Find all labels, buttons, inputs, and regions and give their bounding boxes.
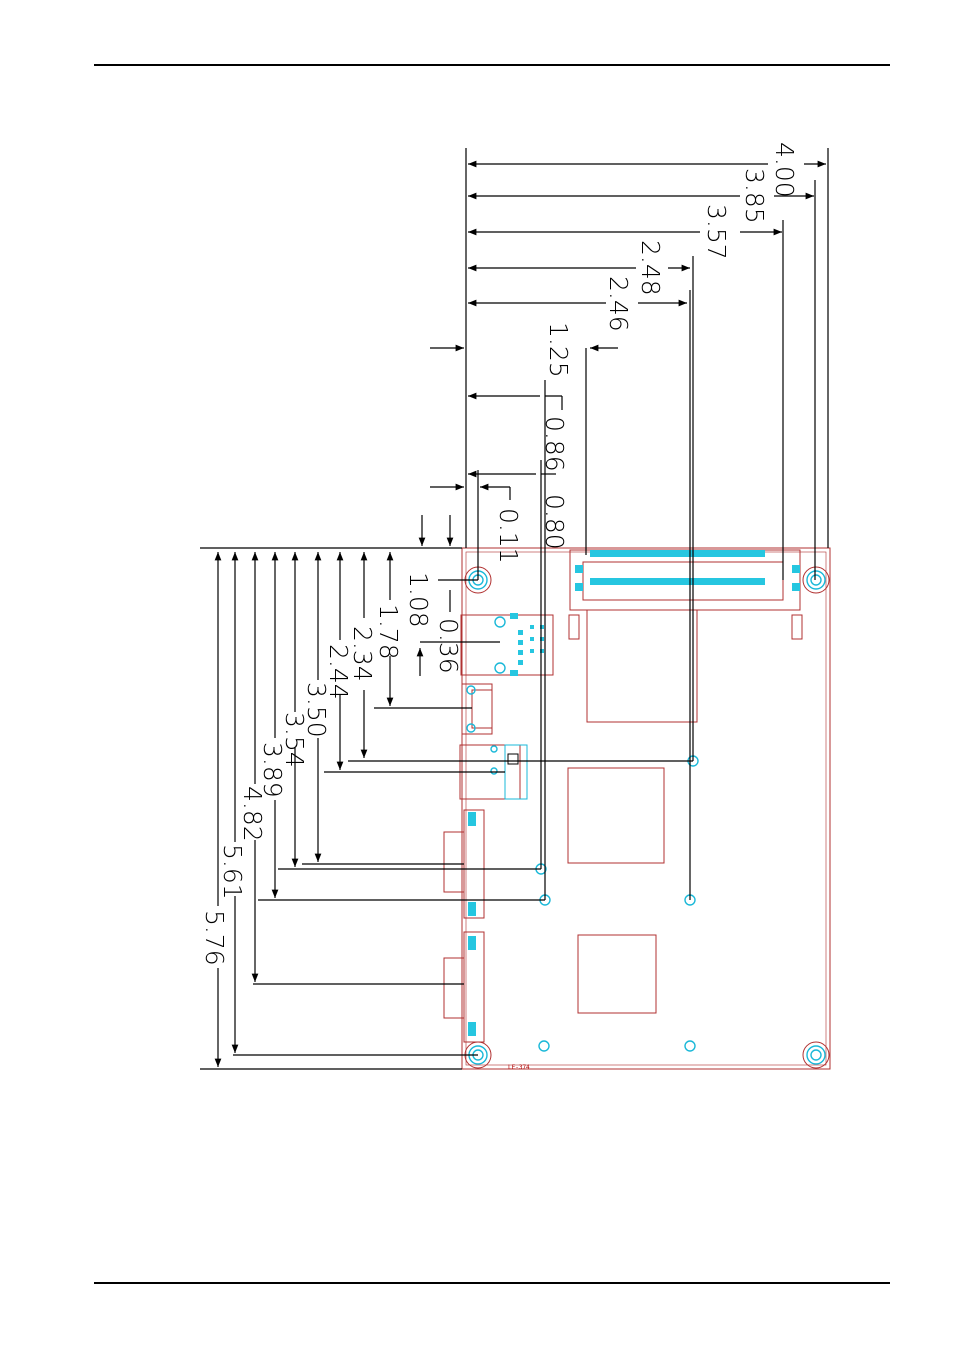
dim-label-3-54: 3.54: [280, 712, 309, 768]
dim-label-5-76: 5.76: [200, 910, 229, 966]
dim-label-2-34: 2.34: [348, 626, 377, 682]
vertical-dimensions: [200, 515, 693, 1070]
vertical-dimension-labels: 1.08 0.36 1.78 2.34 2.44 3.50 3.54 3.89 …: [200, 572, 463, 966]
edge-connectors: [443, 613, 554, 1043]
horizontal-dimensions: [430, 148, 829, 900]
dim-label-3-89: 3.89: [258, 742, 287, 798]
mounting-hole-icon: [802, 566, 830, 594]
horizontal-dimension-labels: 4.00 3.85 3.57 2.48 2.46 1.25 0.86 0.80 …: [494, 142, 799, 564]
dim-label-2-44: 2.44: [324, 644, 353, 700]
dim-label-0-11: 0.11: [494, 508, 523, 564]
header-rule: [94, 64, 890, 66]
dim-label-2-46: 2.46: [604, 276, 633, 332]
board-label: LE-374: [508, 1064, 530, 1071]
dim-label-0-80: 0.80: [540, 494, 569, 550]
footer-rule: [94, 1282, 890, 1284]
small-holes: [535, 755, 699, 1052]
mounting-hole-icon: [802, 1041, 830, 1069]
dim-label-1-08: 1.08: [404, 572, 433, 628]
dim-label-3-85: 3.85: [740, 168, 769, 224]
dim-label-4-82: 4.82: [238, 786, 267, 842]
dim-label-1-25: 1.25: [544, 322, 573, 378]
dim-label-0-36: 0.36: [434, 618, 463, 674]
dim-label-2-48: 2.48: [636, 240, 665, 296]
dim-label-4-00: 4.00: [770, 142, 799, 198]
pcb-board: [461, 547, 831, 1070]
dim-label-3-57: 3.57: [702, 204, 731, 260]
dim-label-0-86: 0.86: [540, 416, 569, 472]
dim-label-5-61: 5.61: [218, 844, 247, 900]
dim-label-3-50: 3.50: [302, 682, 331, 738]
board-connector: [568, 549, 803, 640]
chips: [567, 609, 698, 1014]
dim-label-1-78: 1.78: [374, 604, 403, 660]
